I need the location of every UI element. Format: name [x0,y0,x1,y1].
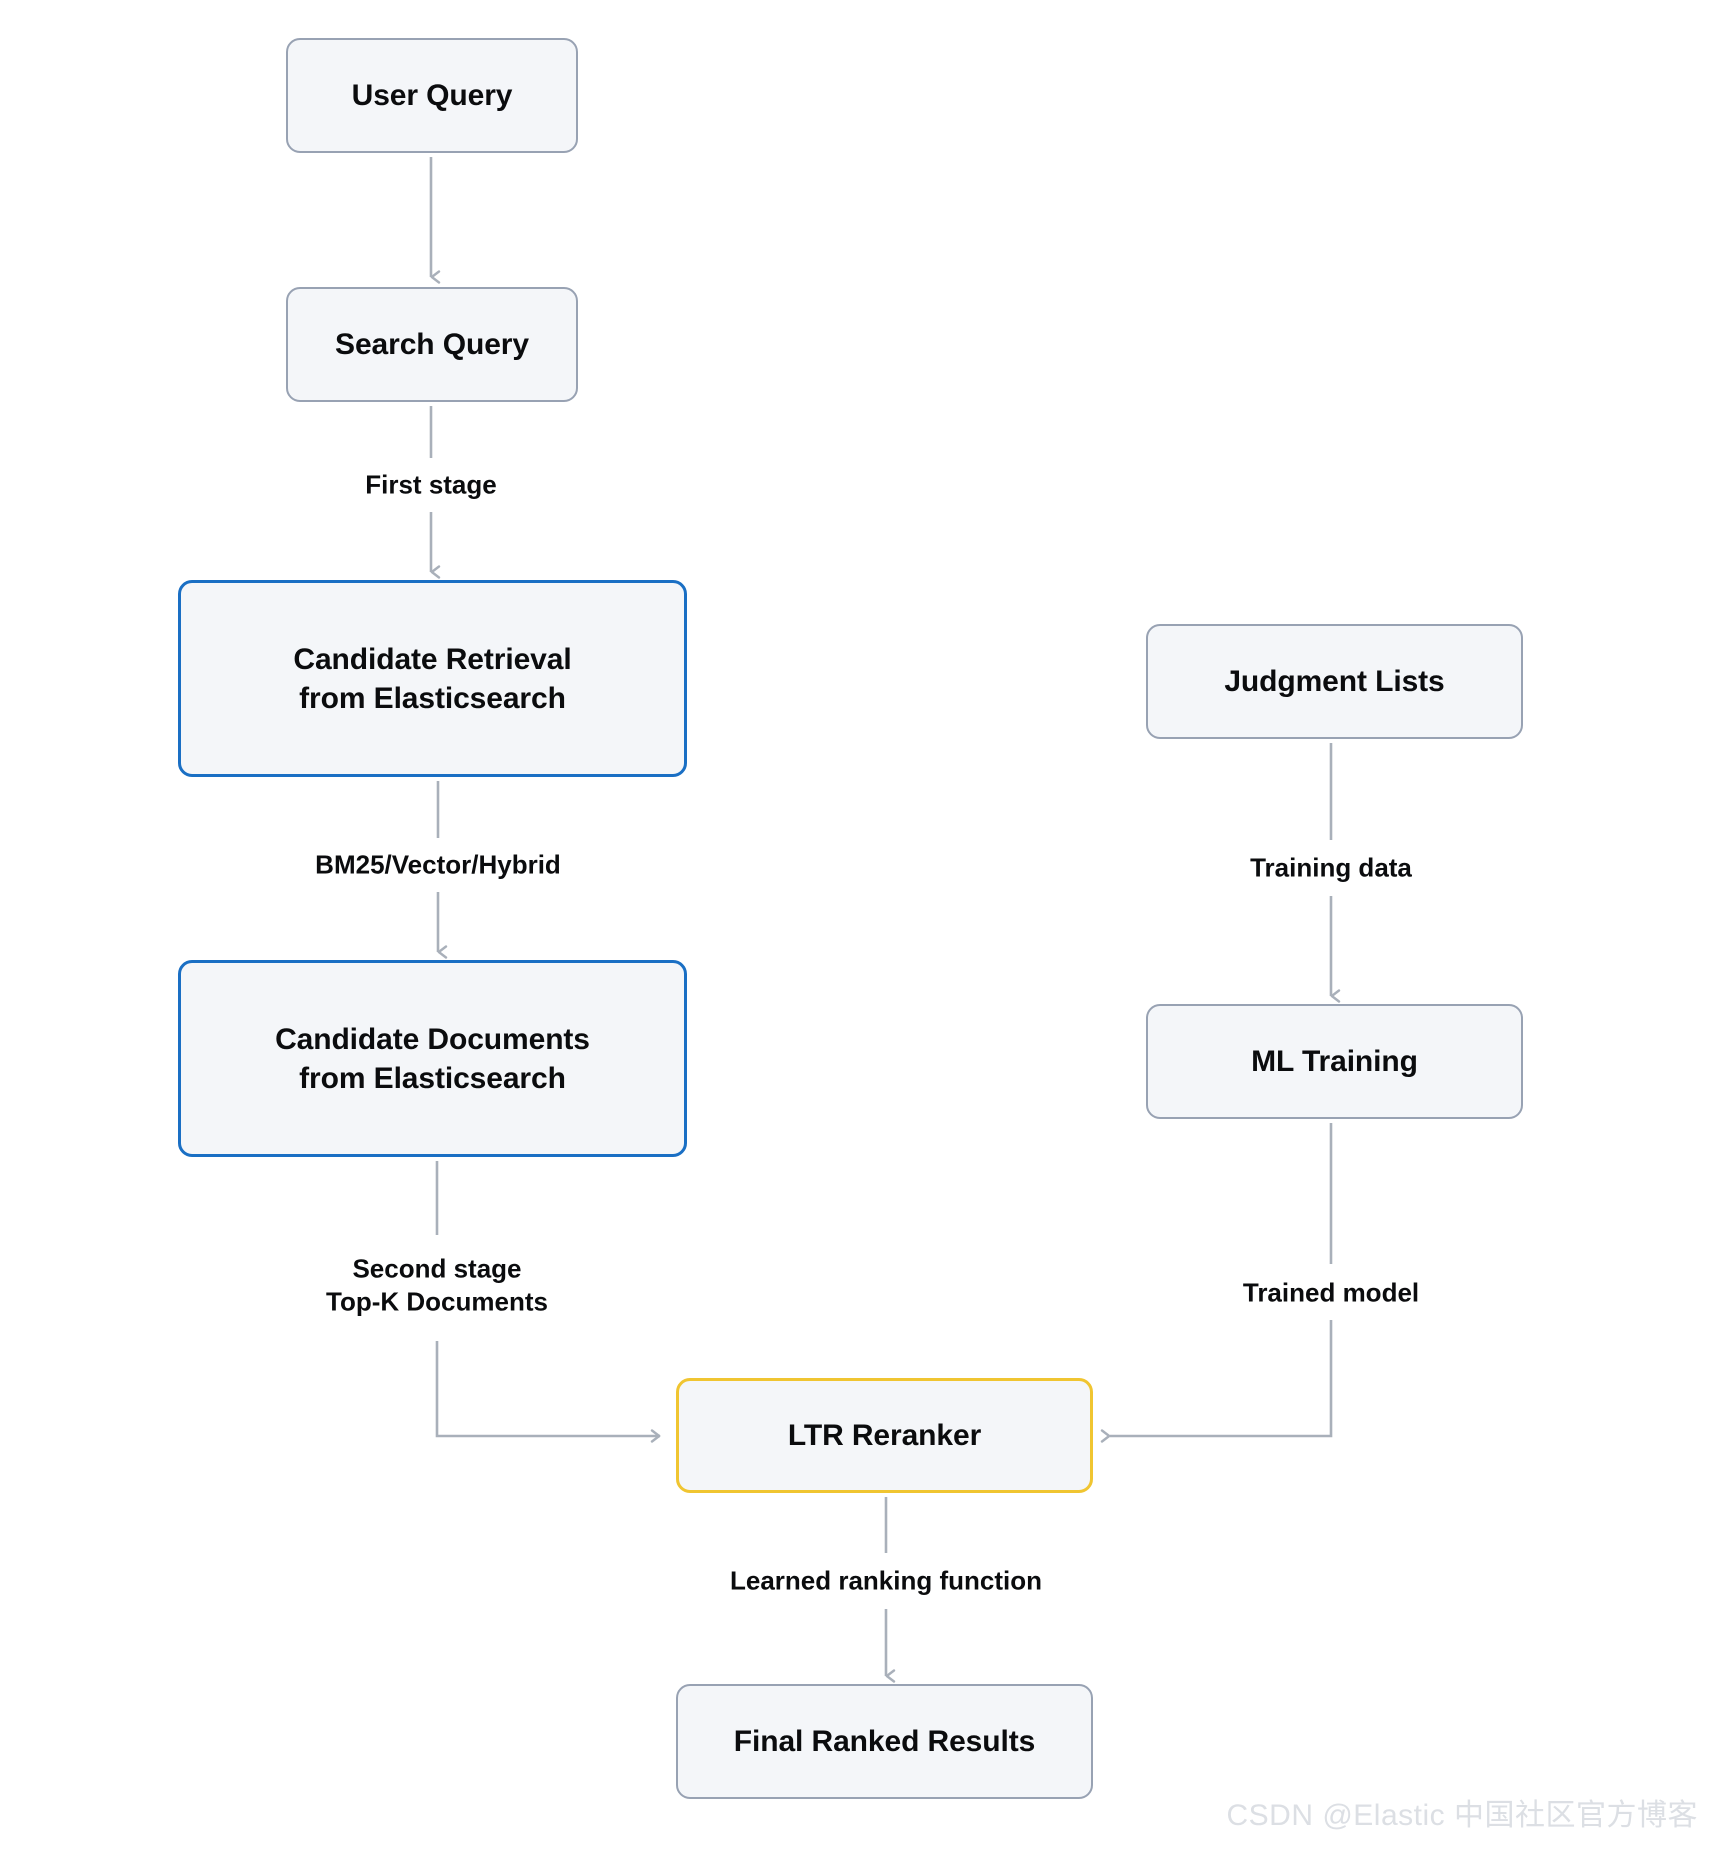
node-final-ranked-results[interactable]: Final Ranked Results [676,1684,1093,1799]
node-ltr-reranker[interactable]: LTR Reranker [676,1378,1093,1493]
node-final-ranked-results-label: Final Ranked Results [733,1725,1036,1758]
node-ltr-reranker-label: LTR Reranker [787,1419,982,1452]
edge-label-first-stage: First stage [365,469,497,500]
watermark: CSDN @Elastic 中国社区官方博客 [1226,1799,1698,1832]
edge-label-learned-ranking-function: Learned ranking function [729,1565,1043,1596]
edge-label-second-stage-topk: Second stage Top-K Documents [326,1253,548,1317]
node-judgment-lists-label: Judgment Lists [1224,665,1445,698]
edge-candidate-documents-to-reranker-lower [435,1341,661,1443]
node-candidate-documents[interactable]: Candidate Documents from Elasticsearch [178,960,687,1157]
node-candidate-retrieval[interactable]: Candidate Retrieval from Elasticsearch [178,580,687,777]
node-user-query[interactable]: User Query [286,38,578,153]
edge-ml-training-to-reranker-lower [1100,1320,1333,1443]
edge-label-trained-model: Trained model [1242,1277,1420,1308]
node-ml-training[interactable]: ML Training [1146,1004,1523,1119]
node-judgment-lists[interactable]: Judgment Lists [1146,624,1523,739]
edge-label-bm25-vector-hybrid: BM25/Vector/Hybrid [315,849,561,880]
node-user-query-label: User Query [351,79,513,112]
node-ml-training-label: ML Training [1251,1045,1418,1078]
node-search-query[interactable]: Search Query [286,287,578,402]
node-search-query-label: Search Query [335,328,529,361]
node-candidate-documents-label: Candidate Documents from Elasticsearch [275,1022,590,1095]
edge-label-training-data: Training data [1250,852,1412,883]
node-candidate-retrieval-label: Candidate Retrieval from Elasticsearch [293,642,572,715]
